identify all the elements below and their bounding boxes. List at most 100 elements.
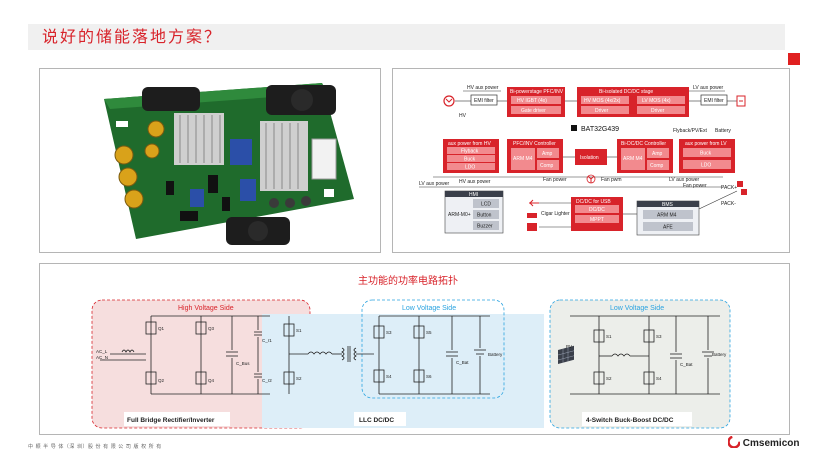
c-bus-label: C_Bus bbox=[236, 361, 250, 366]
usb-icon bbox=[529, 199, 539, 207]
pack-minus-label: PACK- bbox=[721, 201, 736, 207]
cigar-lighter-icon bbox=[527, 213, 537, 218]
s4-label: S4 bbox=[386, 374, 392, 379]
c-r2-label: C_r2 bbox=[262, 378, 272, 383]
s1-label: S1 bbox=[296, 328, 302, 333]
emi-filter-right-block bbox=[700, 94, 728, 106]
ac-l-label: AC_L bbox=[96, 349, 108, 354]
lv-aux-power-label-2: LV aux power bbox=[669, 177, 700, 183]
company-logo: Cmsemicon bbox=[727, 435, 800, 449]
battery-label-2: Battery bbox=[712, 352, 727, 357]
pack-connector-icon bbox=[737, 181, 747, 195]
topology-schematic: 主功能的功率电路拓扑 High Voltage Side Low Voltage… bbox=[91, 274, 731, 429]
high-voltage-label: High Voltage Side bbox=[178, 305, 234, 312]
aux-hv-title: aux power from HV bbox=[448, 141, 491, 147]
aux-hv-item: LDO bbox=[465, 165, 475, 171]
c-r1-label: C_r1 bbox=[262, 338, 272, 343]
ac-n-label: AC_N bbox=[96, 355, 108, 360]
dcdc-left-item: Driver bbox=[595, 108, 609, 114]
bms-title: BMS bbox=[662, 202, 674, 208]
bb-s1-label: S1 bbox=[606, 334, 612, 339]
chip-name: BAT32G439 bbox=[581, 126, 619, 133]
ac-plug-icon bbox=[443, 95, 455, 107]
hmi-item: Button bbox=[477, 213, 492, 219]
q1-label: Q1 bbox=[158, 326, 165, 331]
low-voltage-region bbox=[361, 299, 505, 399]
s6-label: S6 bbox=[426, 374, 432, 379]
dcdc-title: Bi-isolated DC/DC stage bbox=[599, 89, 653, 95]
low-voltage-label-2: Low Voltage Side bbox=[610, 305, 664, 312]
isolation-block bbox=[575, 149, 607, 165]
title-bar bbox=[28, 24, 785, 50]
lv-aux-power-label-3: LV aux power bbox=[419, 181, 450, 187]
logo-icon bbox=[727, 435, 741, 449]
c-bat-label: C_Bat bbox=[456, 360, 469, 365]
isolation-label: Isolation bbox=[580, 155, 599, 161]
pfc-inv-item: Gate driver bbox=[521, 108, 546, 114]
fan-pwm-label: Fan pwm bbox=[601, 177, 622, 183]
block-diagram-panel: HV aux power EMI filter HV Bi-powerstage… bbox=[392, 68, 790, 253]
corner-accent bbox=[788, 53, 800, 65]
hv-aux-power-label: HV aux power bbox=[467, 85, 499, 91]
llc-label-box bbox=[354, 412, 406, 426]
pv-label: PV bbox=[566, 344, 572, 349]
dcdc-item: DC/DC bbox=[589, 207, 605, 213]
low-voltage-label: Low Voltage Side bbox=[402, 305, 456, 312]
copyright-footer: 中 颖 半 导 体（深 圳）股 份 有 限 公 司 版 权 所 有 bbox=[28, 444, 162, 450]
dcdc-left-item: HV MOS (4x/2x) bbox=[584, 98, 621, 104]
bb-s4-label: S4 bbox=[656, 376, 662, 381]
bi-dcdc-ctrl-title: Bi-DC/DC Controller bbox=[621, 141, 666, 147]
s2-label: S2 bbox=[296, 376, 302, 381]
s3-label: S3 bbox=[386, 330, 392, 335]
bi-dcdc-ctrl-item: Amp bbox=[652, 151, 663, 157]
product-photo-panel bbox=[39, 68, 381, 253]
mppt-item: MPPT bbox=[590, 217, 604, 223]
fan-power-label-2: Fan power bbox=[683, 183, 707, 189]
block-diagram: HV aux power EMI filter HV Bi-powerstage… bbox=[419, 85, 747, 236]
buck-boost-label: 4-Switch Buck-Boost DC/DC bbox=[586, 417, 674, 424]
bms-item: ARM M4 bbox=[657, 213, 677, 219]
dcdc-usb-block bbox=[571, 197, 623, 231]
solar-panel-icon bbox=[558, 345, 574, 364]
battery-label: Battery bbox=[715, 128, 731, 134]
dcdc-usb-title: DC/DC for USB bbox=[576, 199, 611, 205]
dcdc-right-item: LV MOS (4x) bbox=[642, 98, 671, 104]
fan-icon bbox=[586, 174, 596, 184]
hmi-title: HMI bbox=[469, 192, 478, 198]
page-title: 说好的储能落地方案？ bbox=[42, 27, 223, 46]
hv-aux-power-label-2: HV aux power bbox=[459, 179, 491, 185]
llc-label: LLC DC/DC bbox=[359, 417, 394, 424]
bb-s3-label: S3 bbox=[656, 334, 662, 339]
topology-panel: 主功能的功率电路拓扑 High Voltage Side Low Voltage… bbox=[39, 263, 790, 435]
hmi-mcu: ARM-M0+ bbox=[448, 212, 471, 218]
s5-label: S5 bbox=[426, 330, 432, 335]
pfc-ctrl-item: Comp bbox=[540, 163, 554, 169]
q2-label: Q2 bbox=[158, 378, 165, 383]
dcdc-right-item: Driver bbox=[651, 108, 665, 114]
pfc-inv-title: Bi-powerstage PFC/INV bbox=[510, 89, 564, 95]
flyback-label: Flyback/PV/Ext bbox=[673, 128, 708, 134]
hmi-item: Buzzer bbox=[477, 224, 493, 230]
c-bat-label-2: C_Bat bbox=[680, 362, 693, 367]
bms-item: AFE bbox=[663, 225, 673, 231]
lv-aux-power-label: LV aux power bbox=[693, 85, 724, 91]
full-bridge-label-box bbox=[124, 412, 230, 426]
cigar-lighter-label: Cigar Lighter bbox=[541, 211, 570, 217]
battery-icon bbox=[736, 95, 746, 107]
q4-label: Q4 bbox=[208, 378, 215, 383]
aux-lv-title: aux power from LV bbox=[685, 141, 727, 147]
chip-icon bbox=[571, 125, 577, 131]
pack-plus-label: PACK+ bbox=[721, 185, 737, 191]
llc-region bbox=[262, 314, 544, 428]
schematic-heading: 主功能的功率电路拓扑 bbox=[358, 274, 458, 287]
pfc-ctrl-item: Amp bbox=[542, 151, 553, 157]
battery-label: Battery bbox=[488, 352, 503, 357]
logo-text: Cmsemicon bbox=[742, 438, 800, 449]
bi-dcdc-ctrl-item: Comp bbox=[650, 163, 664, 169]
full-bridge-label: Full Bridge Rectifier/Inverter bbox=[127, 417, 215, 424]
aux-lv-item: Buck bbox=[700, 151, 712, 157]
emi-filter-block bbox=[470, 94, 498, 106]
buck-boost-region bbox=[549, 299, 731, 429]
aux-hv-item: Buck bbox=[464, 157, 476, 163]
q3-label: Q3 bbox=[208, 326, 215, 331]
